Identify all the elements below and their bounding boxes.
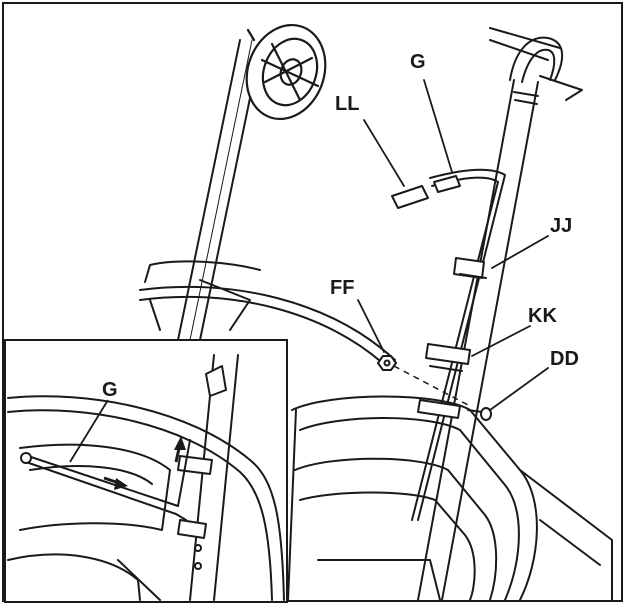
label-ff: FF <box>330 277 354 299</box>
inset-label-g: G <box>102 379 118 401</box>
inset-tube <box>177 354 239 601</box>
sleeve-ll <box>391 175 461 209</box>
right-handle-tube <box>417 27 583 601</box>
figure-frame <box>2 2 623 602</box>
leader-lines <box>357 79 549 411</box>
assembly-axis <box>393 365 471 407</box>
nut-ff <box>377 355 397 371</box>
inset-frame <box>4 339 288 603</box>
inset-view: G <box>4 339 288 603</box>
bolt-dd <box>467 407 492 421</box>
inset-catcher <box>7 395 285 601</box>
cable-reel-knob <box>245 23 327 121</box>
label-dd: DD <box>550 348 579 370</box>
inset-rod-g <box>20 439 191 521</box>
arrow-up-head <box>174 436 186 450</box>
deck-rail <box>139 260 396 369</box>
label-kk: KK <box>528 305 557 327</box>
clamp-lower <box>417 399 461 419</box>
arrow-right-head <box>114 478 128 490</box>
label-jj: JJ <box>550 215 572 237</box>
inset-leader-g <box>69 399 109 463</box>
inset-arrows <box>103 436 186 490</box>
label-g: G <box>410 51 426 73</box>
main-view: LL G JJ FF KK DD <box>139 23 613 601</box>
label-ll: LL <box>335 93 359 115</box>
clip-jj <box>453 257 487 279</box>
clamp-kk <box>425 343 471 372</box>
